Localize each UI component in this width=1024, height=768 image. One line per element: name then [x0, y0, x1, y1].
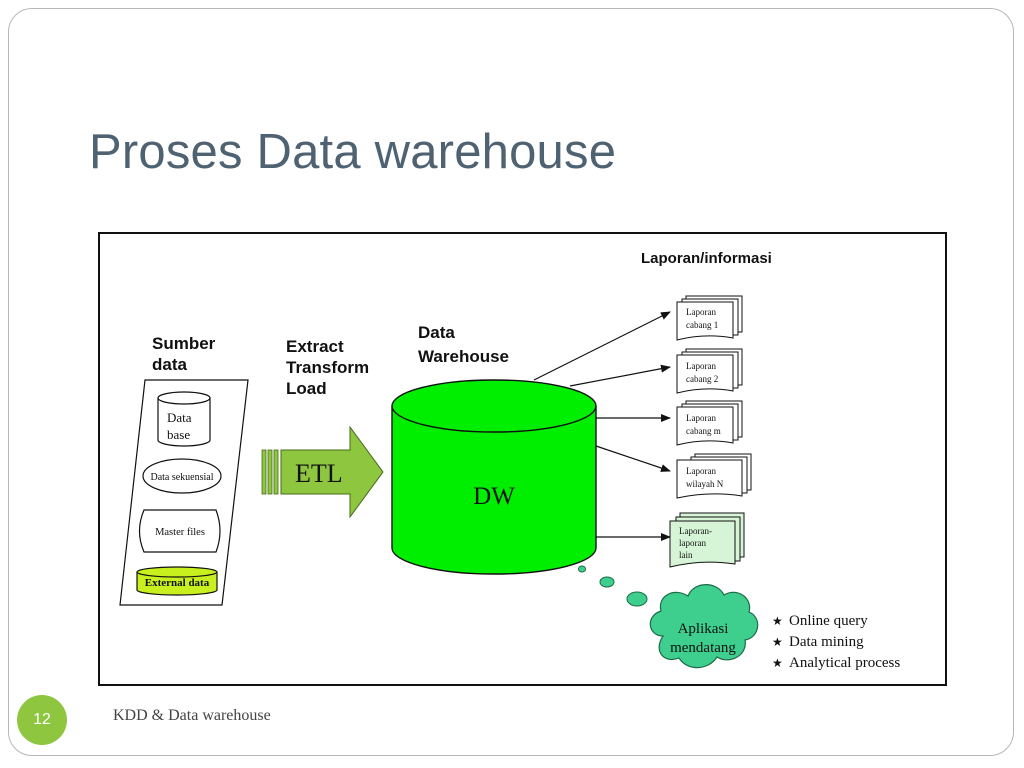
reports-heading: Laporan/informasi — [641, 250, 772, 267]
report-stack-1 — [676, 295, 743, 341]
etl-label: ETL — [295, 459, 343, 488]
slide-title: Proses Data warehouse — [89, 125, 617, 179]
report-stack-5 — [669, 512, 745, 568]
report-stack-3 — [676, 400, 743, 446]
future-apps-line1: Aplikasi — [678, 621, 729, 637]
page-number: 12 — [33, 711, 51, 728]
report-5-line3: lain — [679, 550, 693, 560]
feature-analytical-process: Analytical process — [789, 655, 900, 671]
external-data-label: External data — [145, 577, 210, 589]
sequential-data-icon — [142, 458, 222, 494]
report-5-line1: Laporan- — [679, 526, 712, 536]
external-data-icon — [136, 566, 218, 596]
arrow-to-report-4 — [595, 445, 671, 472]
star-icon: ★ — [772, 635, 783, 649]
report-4-line1: Laporan — [686, 466, 716, 476]
sources-heading-line2: data — [152, 355, 188, 374]
arrow-to-report-2 — [569, 364, 671, 387]
sources-heading-line1: Sumber — [152, 334, 216, 353]
diagram-box: Sumber data Extract Transform Load Data … — [98, 232, 947, 686]
footer-text: KDD & Data warehouse — [113, 707, 271, 724]
future-apps-cloud — [649, 584, 759, 669]
star-icon: ★ — [772, 656, 783, 670]
feature-online-query: Online query — [789, 613, 868, 629]
sequential-data-label: Data sekuensial — [150, 472, 213, 483]
master-files-label: Master files — [155, 527, 205, 538]
report-3-line1: Laporan — [686, 413, 716, 423]
dw-heading-line2: Warehouse — [418, 347, 509, 366]
etl-arrow — [261, 425, 384, 519]
report-stack-2 — [676, 348, 743, 394]
report-4-line2: wilayah N — [686, 479, 724, 489]
database-label-line2: base — [167, 427, 190, 442]
master-files-icon — [138, 509, 221, 553]
dw-label: DW — [473, 483, 515, 510]
feature-data-mining: Data mining — [789, 634, 864, 650]
thought-bubble-large — [626, 591, 648, 607]
data-warehouse-cylinder — [391, 379, 597, 575]
report-2-line2: cabang 2 — [686, 374, 718, 384]
etl-heading-line1: Extract — [286, 337, 344, 356]
page-number-badge: 12 — [17, 695, 67, 745]
future-apps-line2: mendatang — [670, 640, 736, 656]
thought-bubble-small — [578, 565, 586, 573]
etl-heading-line3: Load — [286, 379, 327, 398]
report-5-line2: laporan — [679, 538, 706, 548]
database-label-line1: Data — [167, 410, 192, 425]
report-1-line2: cabang 1 — [686, 320, 718, 330]
report-2-line1: Laporan — [686, 361, 716, 371]
database-icon — [157, 391, 211, 447]
report-3-line2: cabang m — [686, 426, 721, 436]
arrow-to-report-1 — [533, 311, 671, 381]
data-warehouse-diagram: Sumber data Extract Transform Load Data … — [119, 250, 900, 671]
thought-bubble-medium — [599, 576, 615, 588]
report-stack-4 — [676, 453, 752, 499]
star-icon: ★ — [772, 614, 783, 628]
report-1-line1: Laporan — [686, 307, 716, 317]
dw-heading-line1: Data — [418, 323, 455, 342]
etl-heading-line2: Transform — [286, 358, 369, 377]
